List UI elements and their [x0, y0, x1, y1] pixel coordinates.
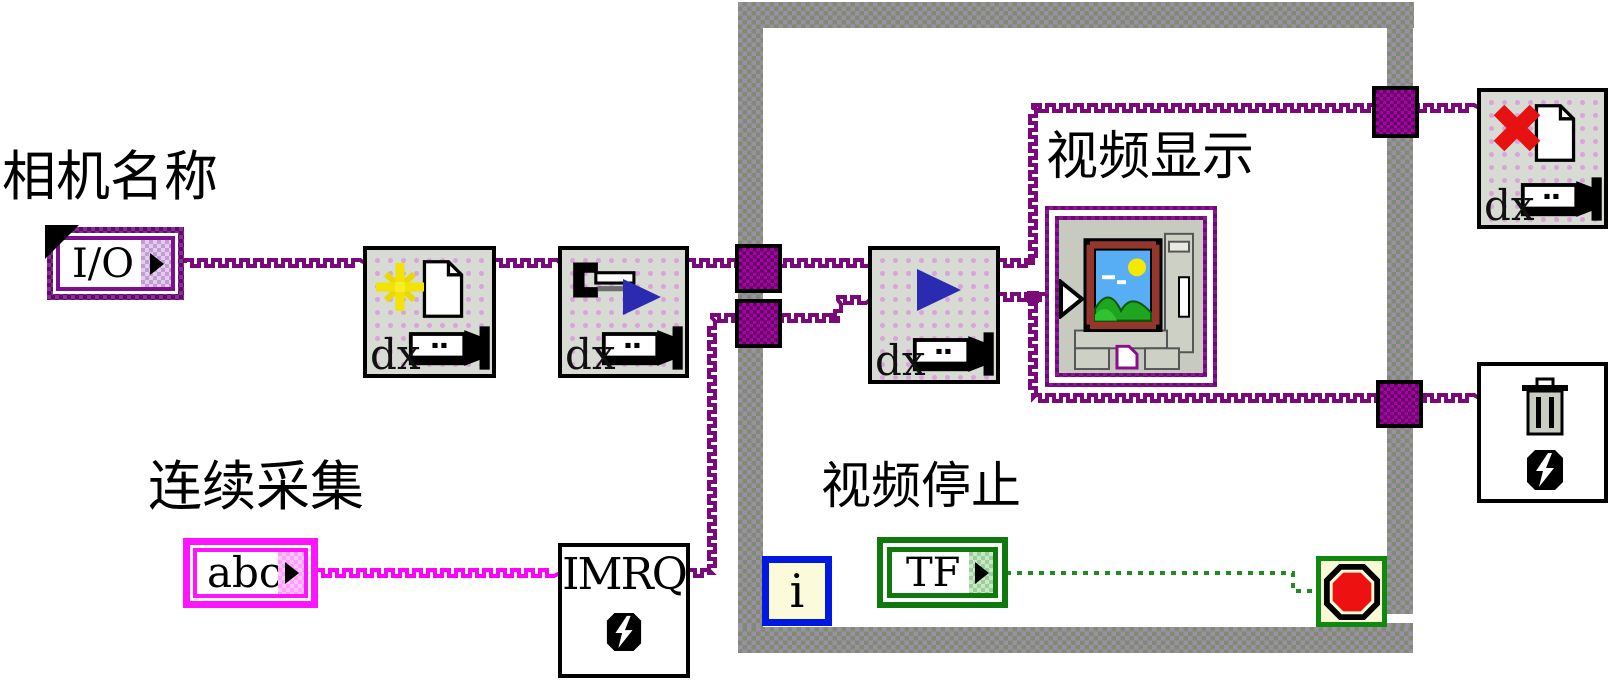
sparkle-new-icon — [376, 263, 424, 311]
stop-sign-icon — [1323, 563, 1380, 620]
vi-open-dx-label: dx — [370, 330, 421, 379]
vi-close-camera[interactable]: dx — [1477, 88, 1608, 229]
vi-configure-grab[interactable]: dx — [558, 246, 689, 378]
display-frame-inner — [1055, 216, 1207, 377]
vi-configure-dx-label: dx — [565, 330, 616, 379]
iteration-terminal-text: i — [789, 564, 805, 618]
video-display-label: 视频显示 — [1046, 127, 1255, 187]
close-x-icon — [1493, 104, 1541, 152]
iteration-terminal[interactable]: i — [762, 556, 832, 626]
tunnel-session-out[interactable] — [1372, 86, 1419, 138]
lightning-icon — [606, 613, 642, 651]
image-display-icon — [1059, 220, 1203, 371]
trash-icon — [1522, 377, 1568, 436]
while-loop-border-bottom[interactable] — [738, 627, 1413, 653]
camera-icon — [408, 326, 490, 370]
tunnel-session-in[interactable] — [735, 244, 782, 293]
imrq-text: IMRQ — [562, 549, 688, 600]
play-icon — [623, 279, 661, 315]
imrq-node[interactable]: IMRQ — [558, 543, 690, 678]
vi-grab-dx-label: dx — [875, 336, 926, 385]
vi-open-camera[interactable]: dx — [363, 246, 496, 378]
string-control-text: abc — [207, 548, 283, 597]
tf-control-text: TF — [906, 549, 961, 596]
while-loop-border-notch — [1387, 614, 1413, 623]
video-stop-label: 视频停止 — [821, 457, 1021, 515]
io-control-text: I/O — [72, 240, 135, 287]
play-icon — [917, 269, 961, 311]
vi-close-dx-label: dx — [1484, 181, 1535, 230]
display-icon-area — [1059, 220, 1203, 373]
string-control-inner: abc — [193, 548, 308, 598]
tunnel-image-out[interactable] — [1376, 380, 1423, 428]
lightning-icon — [1527, 450, 1563, 490]
camera-icon — [1520, 177, 1602, 221]
wire-session-grab-to-close[interactable] — [996, 103, 1481, 268]
value-arrow-icon — [975, 561, 989, 584]
camera-icon — [601, 326, 683, 370]
value-arrow-icon — [150, 252, 164, 275]
vi-grab[interactable]: dx — [868, 246, 1000, 384]
wire-junction — [1027, 291, 1039, 303]
corner-fold-icon — [45, 225, 79, 259]
while-loop-border-top[interactable] — [738, 2, 1414, 28]
continuous-acquisition-label: 连续采集 — [148, 455, 364, 518]
wire-boolean-tf-to-stop[interactable] — [1006, 571, 1318, 593]
key-icon — [573, 262, 636, 298]
wire-session-open-to-config[interactable] — [492, 258, 562, 268]
video-stop-control[interactable]: TF — [877, 537, 1008, 608]
page-icon — [422, 260, 464, 318]
page-icon — [1534, 104, 1576, 162]
display-frame-gap — [1049, 210, 1213, 383]
wire-buffer-imrq-to-grab[interactable] — [686, 295, 872, 578]
camera-name-label: 相机名称 — [2, 145, 218, 208]
tf-control-inner: TF — [887, 547, 998, 598]
tunnel-buffer-in[interactable] — [735, 299, 782, 348]
string-control[interactable]: abc — [183, 538, 318, 608]
vi-dispose-image[interactable] — [1477, 362, 1608, 503]
value-arrow-icon — [285, 562, 299, 584]
camera-name-control[interactable]: I/O — [45, 225, 184, 300]
input-arrow-icon — [1059, 279, 1086, 319]
wire-string-abc-to-imrq[interactable] — [314, 568, 561, 578]
wire-session-io-to-open[interactable] — [183, 258, 367, 268]
loop-condition-terminal[interactable] — [1316, 556, 1387, 627]
camera-icon — [912, 332, 994, 376]
image-display-indicator[interactable] — [1045, 206, 1217, 387]
